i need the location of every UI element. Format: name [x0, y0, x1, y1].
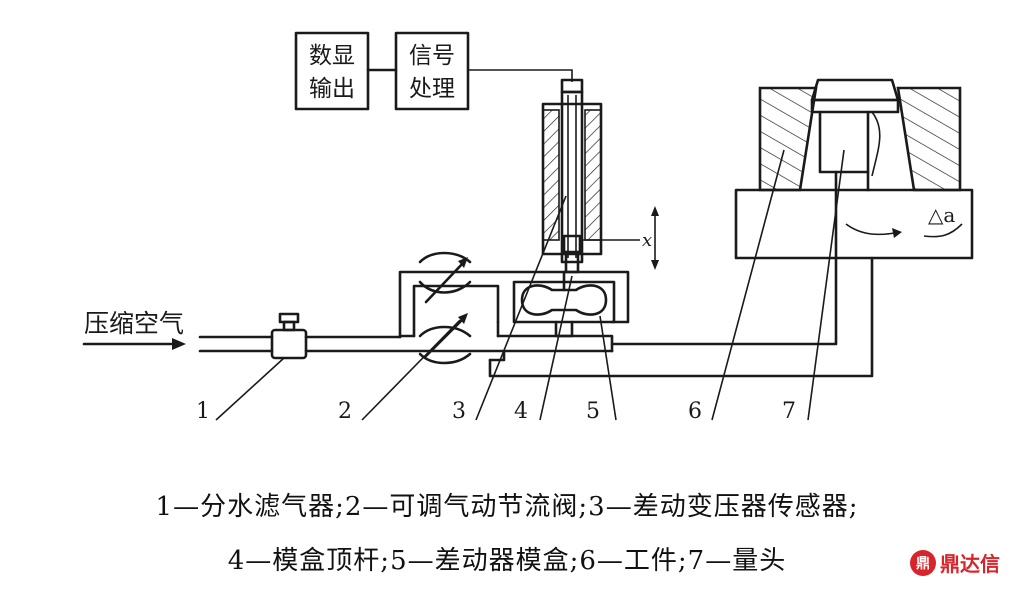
part-number-1: 1	[196, 399, 210, 424]
compressed-air-line: 压缩空气	[82, 309, 614, 353]
display-output-label-line2: 输出	[309, 76, 355, 102]
workpiece	[734, 86, 974, 260]
watermark-text: 鼎达信	[940, 552, 1000, 576]
adjustable-throttle-valve-upper	[418, 251, 472, 304]
measuring-head	[810, 78, 900, 260]
part-number-6: 6	[688, 399, 702, 424]
displacement-indicator: x	[582, 206, 659, 270]
differential-transformer-sensor	[541, 78, 603, 274]
reference-line-joint	[488, 349, 506, 362]
display-output-label-line1: 数显	[309, 43, 355, 69]
signal-processing-label-line2: 处理	[409, 76, 455, 102]
caption-line-1: 1—分水滤气器;2—可调气动节流阀;3—差动变压器传感器;	[155, 492, 859, 522]
watermark-logo-icon: 鼎	[910, 549, 936, 576]
displacement-label: x	[642, 230, 652, 251]
part-numbers: 1 2 3 4 5 6 7	[196, 399, 796, 424]
measuring-head-supply-line	[610, 256, 838, 346]
part-number-5: 5	[586, 399, 600, 424]
water-filter	[270, 312, 308, 360]
signal-processing-block: 信号 处理	[394, 31, 470, 111]
display-output-block: 数显 输出	[294, 31, 370, 111]
leader-lines	[215, 149, 845, 421]
pneumatic-measuring-diagram: 数显 输出 信号 处理 x	[82, 31, 974, 424]
signal-processing-label-line1: 信号	[409, 43, 455, 69]
gap-label: △a	[928, 203, 955, 227]
adjustable-throttle-valve-lower	[418, 313, 472, 365]
signal-wire	[468, 69, 573, 82]
part-number-7: 7	[782, 399, 796, 424]
caption-line-2: 4—模盒顶杆;5—差动器模盒;6—工件;7—量头	[227, 546, 787, 576]
gap-indicator: △a	[845, 203, 963, 238]
part-number-2: 2	[338, 399, 352, 424]
part-number-3: 3	[452, 399, 466, 424]
part-number-4: 4	[514, 399, 528, 424]
air-input-label: 压缩空气	[84, 309, 184, 338]
reference-line	[488, 256, 874, 378]
watermark: 鼎 鼎达信	[910, 548, 1000, 577]
